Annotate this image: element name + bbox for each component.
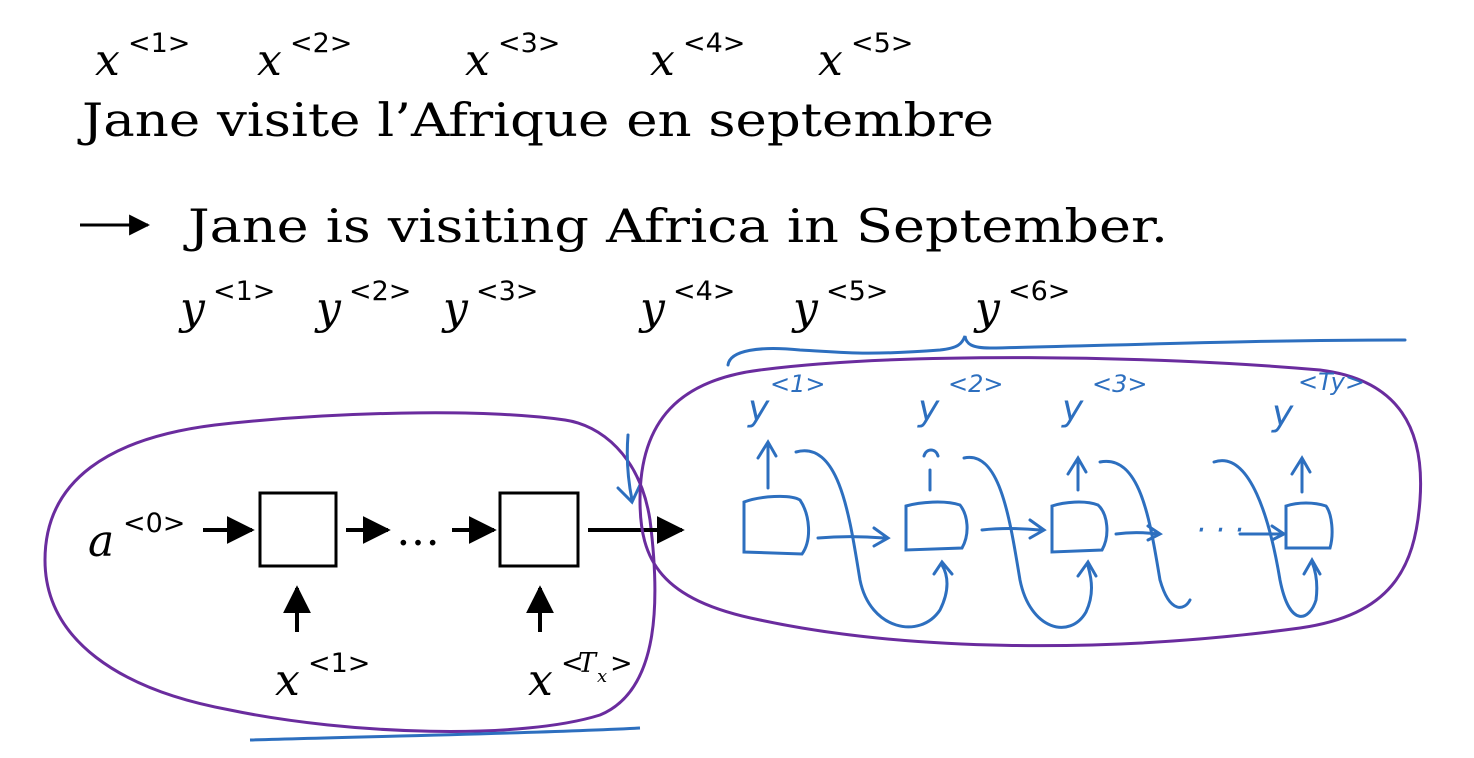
svg-text:<1>: <1> — [770, 370, 826, 398]
svg-text:<6>: <6> — [1008, 276, 1070, 307]
svg-text:<: < — [561, 648, 584, 679]
svg-text:y: y — [791, 283, 819, 334]
svg-text:<5>: <5> — [826, 276, 888, 307]
svg-text:y: y — [314, 283, 342, 334]
svg-text:x: x — [275, 655, 300, 706]
decoder-output-2: y <2> — [917, 370, 1004, 429]
svg-text:T: T — [578, 648, 598, 679]
decoder-feedback-loop-2 — [962, 456, 1098, 629]
svg-text:y: y — [178, 283, 206, 334]
encoder-circle — [43, 411, 657, 733]
svg-text:<3>: <3> — [476, 276, 538, 307]
x-label-4: x <4> — [650, 28, 745, 86]
encoder-underline — [249, 726, 641, 742]
initial-activation-label: a <0> — [88, 508, 185, 567]
x-label-5: x <5> — [818, 28, 913, 86]
svg-text:x: x — [465, 35, 490, 86]
decoder-feedback-loop-4 — [1212, 459, 1322, 618]
svg-text:y: y — [747, 388, 770, 429]
svg-text:<1>: <1> — [308, 648, 370, 679]
decoder-h-arrow-1 — [816, 526, 891, 548]
decoder-cells — [742, 439, 1334, 629]
encoder-cell-1 — [258, 491, 338, 568]
encoder-cell-last — [498, 491, 580, 568]
decoder-up-arrow-3 — [1066, 455, 1088, 492]
svg-text:y: y — [441, 283, 469, 334]
decoder-output-3: y <3> — [1061, 370, 1148, 429]
svg-text:y: y — [1061, 388, 1084, 429]
handwritten-junction-arrow — [616, 433, 642, 505]
source-sentence: Jane visite l’Afrique en septembre — [77, 93, 994, 147]
svg-text:x: x — [528, 655, 553, 706]
encoder-input-last-label: x < T x > — [528, 648, 633, 706]
svg-text:y: y — [1271, 393, 1294, 434]
svg-text:x: x — [650, 35, 675, 86]
svg-text:<1>: <1> — [128, 28, 190, 59]
svg-text:<2>: <2> — [349, 276, 411, 307]
y-label-1: y <1> — [178, 276, 275, 334]
y-label-3: y <3> — [441, 276, 538, 334]
svg-text:x: x — [95, 35, 120, 86]
decoder-cell-last — [1284, 501, 1334, 550]
decoder-circle — [638, 356, 1423, 648]
svg-text:<4>: <4> — [683, 28, 745, 59]
decoder-up-arrow-last — [1290, 455, 1312, 494]
svg-text:x: x — [597, 666, 607, 687]
x-label-3: x <3> — [465, 28, 560, 86]
decoder-cell-2 — [904, 500, 969, 552]
y-label-4: y <4> — [638, 276, 735, 334]
decoder-feedback-loop-1 — [794, 449, 954, 629]
svg-text:y: y — [973, 283, 1001, 334]
svg-text:a: a — [88, 516, 114, 567]
svg-text:<3>: <3> — [1092, 370, 1148, 398]
svg-text:<4>: <4> — [673, 276, 735, 307]
x-label-2: x <2> — [257, 28, 352, 86]
decoder-feedback-loop-3 — [1098, 459, 1192, 609]
decoder-output-4: y <Ty> — [1271, 368, 1365, 434]
svg-text:<5>: <5> — [851, 28, 913, 59]
svg-text:x: x — [818, 35, 843, 86]
svg-text:<0>: <0> — [123, 508, 185, 539]
svg-text:<2>: <2> — [948, 370, 1004, 398]
decoder-ellipsis: · · · — [1196, 513, 1244, 548]
encoder-ellipsis: … — [396, 505, 440, 556]
decoder-output-1: y <1> — [747, 370, 826, 429]
svg-text:<3>: <3> — [498, 28, 560, 59]
target-sentence: Jane is visiting Africa in September. — [183, 199, 1168, 253]
y-label-2: y <2> — [314, 276, 411, 334]
svg-text:<Ty>: <Ty> — [1298, 368, 1365, 396]
encoder-input-first-label: x <1> — [275, 648, 370, 706]
svg-text:y: y — [917, 388, 940, 429]
decoder-up-arrow-2 — [922, 448, 940, 492]
y-label-5: y <5> — [791, 276, 888, 334]
x-label-1: x <1> — [95, 28, 190, 86]
svg-text:y: y — [638, 283, 666, 334]
decoder-cell-1 — [742, 494, 810, 556]
svg-text:<1>: <1> — [213, 276, 275, 307]
decoder-up-arrow-1 — [756, 439, 778, 490]
decoder-cell-3 — [1050, 500, 1109, 554]
svg-text:>: > — [610, 648, 633, 679]
handwritten-brace — [726, 335, 1407, 367]
y-label-6: y <6> — [973, 276, 1070, 334]
decoder-h-arrow-4 — [1238, 524, 1287, 542]
svg-text:<2>: <2> — [290, 28, 352, 59]
svg-text:x: x — [257, 35, 282, 86]
